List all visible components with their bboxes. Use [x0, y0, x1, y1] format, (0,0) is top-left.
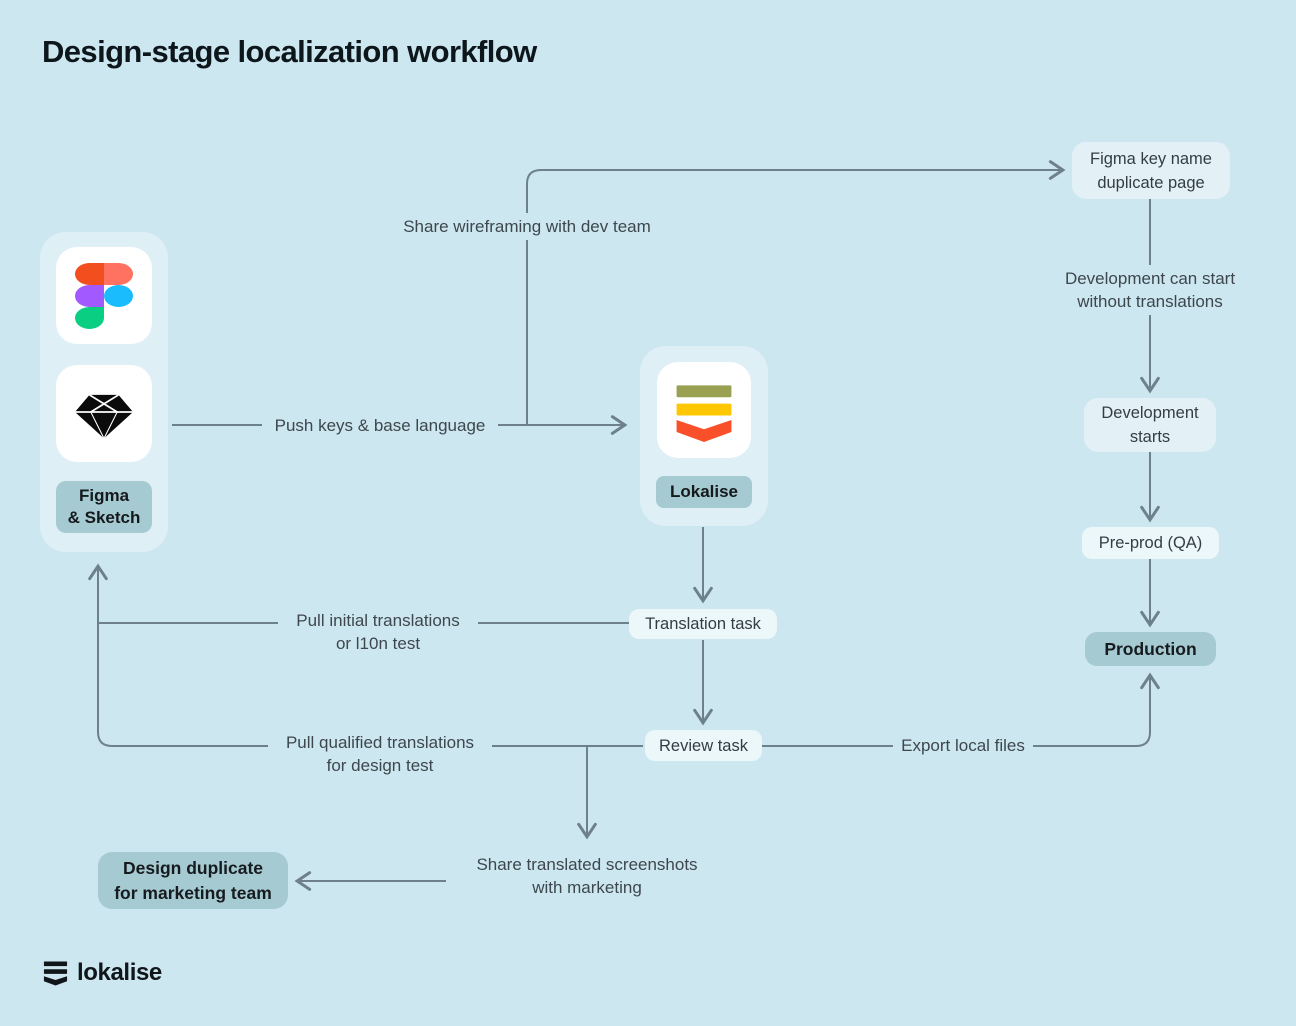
- review-task-label: Review task: [659, 736, 748, 755]
- node-preprod-qa: Pre-prod (QA): [1082, 527, 1219, 559]
- figma-sketch-card: Figma & Sketch: [40, 232, 168, 552]
- share-wireframing-label: Share wireframing with dev team: [403, 217, 651, 236]
- design-duplicate-line1: Design duplicate: [122, 857, 264, 878]
- edge-share-wireframing-line: [526, 160, 1066, 425]
- figma-tile: [56, 247, 152, 344]
- translation-task-label: Translation task: [645, 615, 761, 633]
- node-review-task: Review task: [645, 730, 762, 761]
- text-share-screenshots: Share translated screenshots with market…: [446, 851, 728, 901]
- push-keys-label: Push keys & base language: [274, 416, 486, 435]
- text-development-can-start: Development can start without translatio…: [1040, 265, 1260, 315]
- lokalise-badge-label: Lokalise: [669, 482, 739, 501]
- figma-sketch-badge-line1: Figma: [78, 486, 130, 505]
- node-figma-key-name: Figma key name duplicate page: [1072, 142, 1230, 199]
- edge-label-export-local-files: Export local files: [893, 732, 1033, 759]
- edge-label-pull-initial: Pull initial translations or l10n test: [278, 607, 478, 657]
- lokalise-card: Lokalise: [640, 346, 768, 526]
- sketch-tile: [56, 365, 152, 462]
- design-duplicate-line2: for marketing team: [114, 882, 272, 903]
- node-development-starts: Development starts: [1084, 398, 1216, 452]
- lokalise-icon: [676, 385, 732, 442]
- page-title: Design-stage localization workflow: [42, 34, 537, 69]
- export-local-files-label: Export local files: [901, 736, 1025, 755]
- edge-label-share-wireframing: Share wireframing with dev team: [380, 213, 674, 240]
- node-translation-task: Translation task: [629, 609, 777, 639]
- share-screenshots-line1: Share translated screenshots: [476, 855, 698, 874]
- production-label: Production: [1104, 639, 1197, 659]
- development-starts-line1: Development: [1101, 404, 1199, 422]
- pull-initial-line1: Pull initial translations: [296, 611, 460, 630]
- edge-export-to-production-line: [762, 672, 1160, 747]
- dev-can-start-line2: without translations: [1077, 292, 1223, 311]
- edge-label-push-keys: Push keys & base language: [262, 412, 498, 439]
- footer-logo: lokalise: [43, 959, 162, 987]
- node-design-duplicate: Design duplicate for marketing team: [98, 852, 288, 909]
- figma-icon: [75, 262, 133, 329]
- pull-qualified-line1: Pull qualified translations: [285, 733, 475, 752]
- node-production: Production: [1085, 632, 1216, 666]
- lokalise-logo-icon: [43, 961, 68, 985]
- figma-key-name-line2: duplicate page: [1097, 173, 1205, 192]
- figma-sketch-badge: Figma & Sketch: [56, 481, 152, 533]
- pull-initial-line2: or l10n test: [335, 634, 421, 653]
- preprod-label: Pre-prod (QA): [1098, 534, 1203, 552]
- figma-sketch-badge-line2: & Sketch: [67, 508, 141, 527]
- lokalise-badge: Lokalise: [656, 476, 752, 508]
- pull-qualified-line2: for design test: [326, 756, 434, 775]
- lokalise-tile: [657, 362, 751, 458]
- dev-can-start-line1: Development can start: [1064, 269, 1236, 288]
- edge-return-to-figma-line: [88, 563, 643, 747]
- share-screenshots-line2: with marketing: [532, 878, 642, 897]
- lokalise-wordmark: lokalise: [77, 959, 162, 986]
- figma-key-name-line1: Figma key name: [1090, 149, 1212, 168]
- edge-label-pull-qualified: Pull qualified translations for design t…: [268, 729, 492, 779]
- sketch-icon: [74, 393, 134, 440]
- development-starts-line2: starts: [1129, 428, 1171, 446]
